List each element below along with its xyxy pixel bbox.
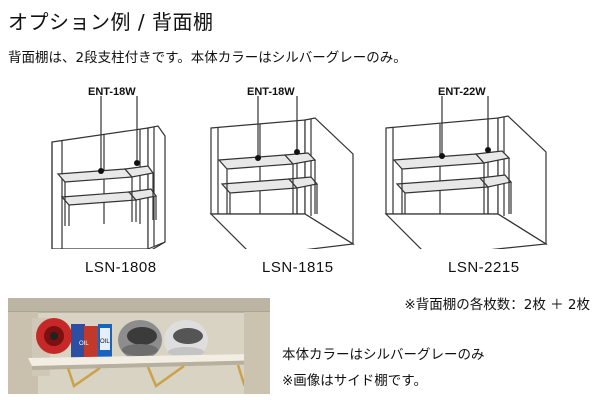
can-label: OIL xyxy=(100,339,110,345)
description-text: 背面棚は、2段支柱付きです。本体カラーはシルバーグレーのみ。 xyxy=(8,50,407,66)
option-code-label: ENT-22W xyxy=(438,86,486,98)
model-label: LSN-1808 xyxy=(85,259,157,276)
shelf-diagram-lsn-1808: ENT-18W xyxy=(40,74,230,249)
page-title: オプション例 / 背面棚 xyxy=(8,10,214,34)
shelf-count-note: ※背面棚の各枚数：2枚 ＋ 2枚 xyxy=(404,297,590,313)
shelf-diagram-drawing xyxy=(209,96,355,249)
option-code-label: ENT-18W xyxy=(247,86,295,98)
model-label: LSN-2215 xyxy=(448,259,520,276)
image-note-caption: ※画像はサイド棚です。 xyxy=(282,373,427,389)
side-shelf-photo: OIL OIL xyxy=(8,298,270,394)
color-caption: 本体カラーはシルバーグレーのみ xyxy=(282,347,485,363)
model-label: LSN-1815 xyxy=(262,259,334,276)
shelf-diagram-drawing xyxy=(51,96,166,249)
option-code-label: ENT-18W xyxy=(88,86,136,98)
can-label: OIL xyxy=(79,341,89,347)
shelf-diagram-drawing xyxy=(384,96,548,249)
shelf-diagram-lsn-1815: ENT-18W xyxy=(205,74,395,249)
side-shelf-photo-drawing: OIL OIL xyxy=(8,298,270,394)
shelf-diagram-lsn-2215: ENT-22W xyxy=(380,74,570,249)
